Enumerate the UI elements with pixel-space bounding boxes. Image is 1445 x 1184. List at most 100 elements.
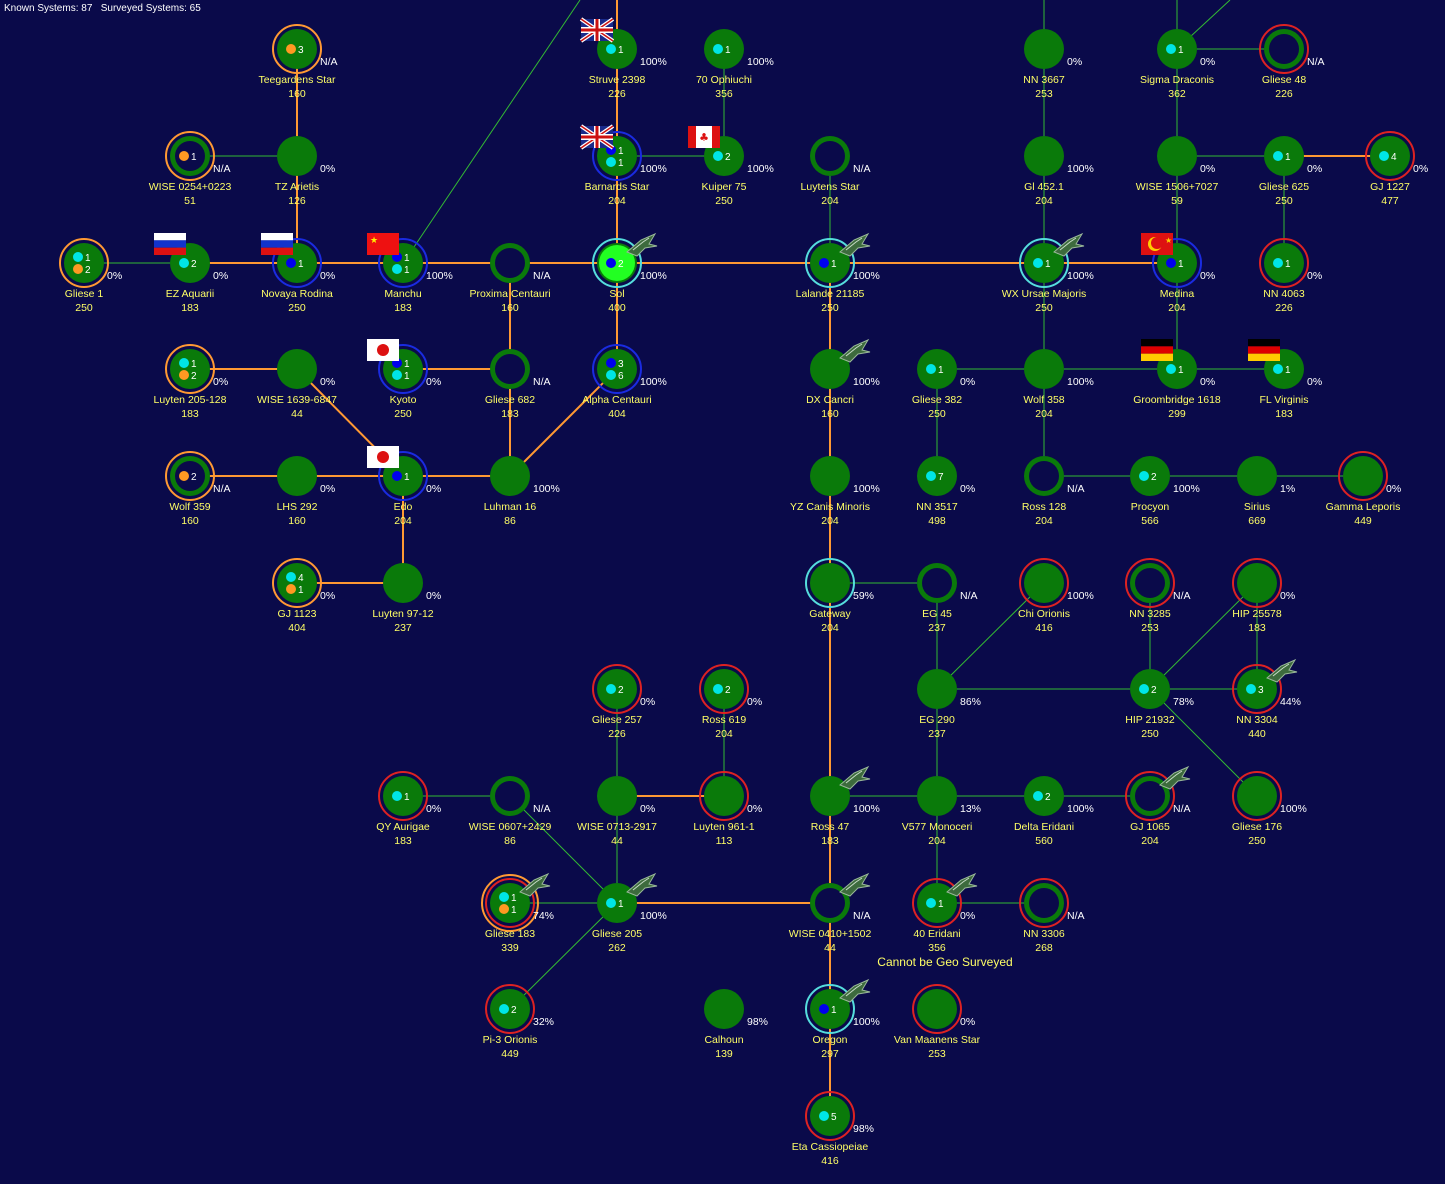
- ship-icon[interactable]: [839, 872, 871, 897]
- body-count: 3: [618, 359, 624, 370]
- ship-icon[interactable]: [946, 872, 978, 897]
- body-count: 1: [511, 893, 517, 904]
- system-pop: 566: [1141, 515, 1159, 527]
- system-ring: [1152, 238, 1202, 288]
- ship-icon[interactable]: [839, 338, 871, 363]
- ship-icon[interactable]: [519, 872, 551, 897]
- body-marker: [286, 584, 296, 594]
- ship-icon[interactable]: [626, 872, 658, 897]
- ship-icon[interactable]: [839, 232, 871, 257]
- ship-icon[interactable]: [1159, 765, 1191, 790]
- ship-icon[interactable]: [1266, 658, 1298, 683]
- flag-ru-icon: [261, 233, 293, 255]
- ship-icon[interactable]: [626, 232, 658, 257]
- survey-percent: N/A: [1067, 483, 1085, 495]
- ship-icon[interactable]: [1053, 232, 1085, 257]
- body-count: 1: [1285, 259, 1291, 270]
- system-pop: 44: [611, 835, 623, 847]
- ship-icon[interactable]: [839, 978, 871, 1003]
- system-name: Edo: [394, 501, 413, 513]
- survey-percent: 0%: [1200, 163, 1215, 175]
- ship-icon[interactable]: [839, 765, 871, 790]
